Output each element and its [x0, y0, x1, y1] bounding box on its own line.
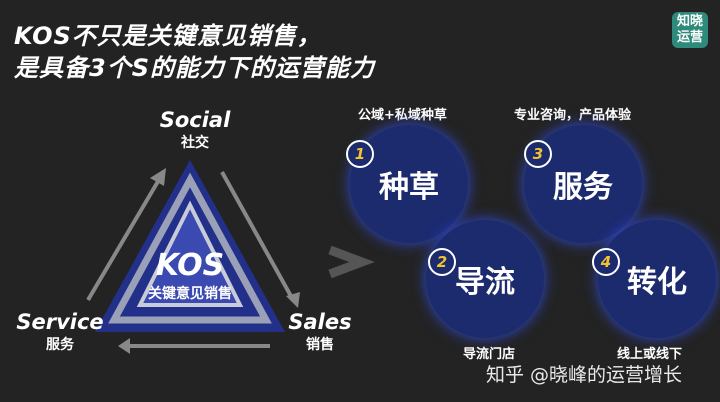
arrow-right-down [220, 171, 294, 299]
number-badge: 4 [592, 248, 620, 276]
number-badge: 3 [524, 140, 552, 168]
service-zh: 服务 [46, 337, 74, 353]
service-label: Service [16, 310, 104, 334]
triangle-inner [136, 200, 244, 307]
caption-1: 公域+私域种草 [358, 108, 447, 123]
circle-conversion: 转化 [598, 220, 716, 338]
sales-label: Sales [288, 310, 352, 334]
number-badge: 1 [346, 140, 374, 168]
triangle-ring [108, 172, 272, 324]
sales-zh: 销售 [306, 337, 334, 353]
number-badge: 2 [428, 248, 456, 276]
social-label: Social [159, 108, 231, 132]
caption-2: 导流门店 [463, 347, 516, 362]
kos-label: KOS [155, 248, 225, 283]
arrow-left-up [86, 176, 162, 302]
circle-traffic: 导流 [426, 220, 544, 338]
kos-subtitle: 关键意见销售 [148, 286, 232, 302]
social-zh: 社交 [181, 135, 209, 151]
chevron-right-icon [328, 245, 375, 279]
logo: 知晓运营 [672, 12, 708, 48]
caption-3: 专业咨询，产品体验 [514, 108, 632, 123]
watermark: 知乎 @晓峰的运营增长 [486, 364, 683, 386]
title-line-1: KOS不只是关键意见销售， [14, 22, 322, 50]
caption-4: 线上或线下 [617, 347, 683, 362]
title-line-2: 是具备3个S的能力下的运营能力 [14, 54, 375, 82]
